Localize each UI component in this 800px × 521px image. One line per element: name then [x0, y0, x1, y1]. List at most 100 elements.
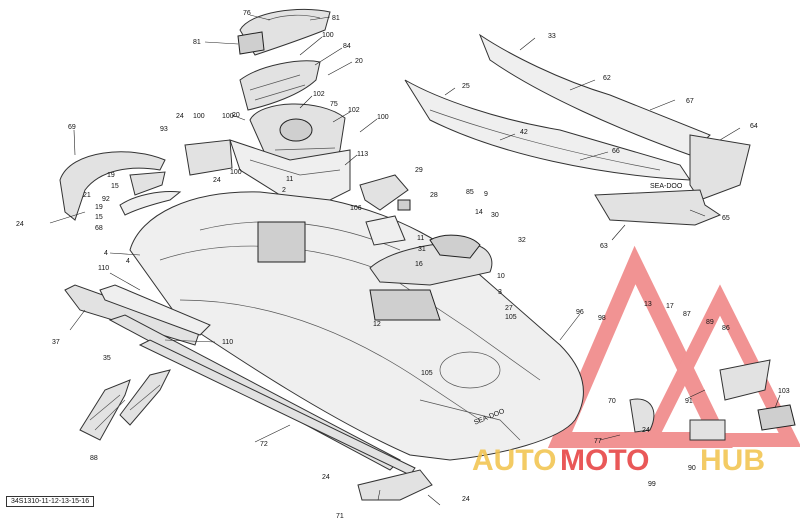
callout-71: 71: [336, 513, 344, 520]
callout-64: 64: [750, 123, 758, 130]
callout-100e: 100: [230, 169, 242, 176]
callout-2: 2: [282, 187, 286, 194]
callout-88: 88: [90, 455, 98, 462]
callout-65: 65: [722, 215, 730, 222]
callout-98: 98: [598, 315, 606, 322]
callout-99: 99: [648, 481, 656, 488]
callout-100a: 100: [322, 32, 334, 39]
callout-11b: 11: [417, 235, 424, 242]
callout-4b: 4: [126, 258, 130, 265]
callout-42: 42: [520, 129, 528, 136]
callout-110b: 110: [222, 339, 233, 346]
callout-37: 37: [52, 339, 60, 346]
vent-panel-part: [79, 369, 171, 441]
callout-21: 21: [83, 192, 91, 199]
callout-81b: 81: [193, 39, 201, 46]
callout-72: 72: [260, 441, 268, 448]
callout-24b: 24: [213, 177, 221, 184]
callout-67: 67: [686, 98, 694, 105]
bottom-bracket-part: [357, 469, 433, 501]
hull-body-part: SEA-DOO: [129, 191, 584, 461]
leader-lines: [49, 14, 781, 506]
callout-113: 113: [357, 151, 368, 158]
callout-24a: 24: [176, 113, 184, 120]
callout-19a: 19: [107, 172, 115, 179]
callout-100c: 100: [222, 113, 234, 120]
callout-13: 13: [644, 301, 652, 308]
center-console-part: [229, 139, 351, 206]
callout-14: 14: [475, 209, 483, 216]
callout-15a: 15: [111, 183, 119, 190]
callout-24d: 24: [322, 474, 330, 481]
callout-86: 86: [722, 325, 730, 332]
watermark-logo: [547, 245, 800, 448]
foot-pad-part: [594, 189, 722, 226]
callout-93: 93: [160, 126, 168, 133]
callout-69: 69: [68, 124, 76, 131]
deck-mat-parts: SEA-DOO: [404, 33, 751, 201]
callout-102a: 102: [313, 91, 325, 98]
callout-20b: 20: [232, 112, 240, 119]
watermark-hub: HUB: [700, 444, 765, 477]
callout-28: 28: [430, 192, 438, 199]
rear-exhaust-parts: [629, 359, 796, 441]
callout-84: 84: [343, 43, 351, 50]
watermark-text: AUTO MOTO HUB: [472, 444, 765, 477]
callout-19b: 19: [95, 204, 103, 211]
callout-15b: 15: [95, 214, 103, 221]
callout-32: 32: [518, 237, 526, 244]
callout-76: 76: [243, 10, 251, 17]
callout-102b: 102: [348, 107, 360, 114]
callout-4a: 4: [104, 250, 108, 257]
callout-25: 25: [462, 83, 470, 90]
watermark-auto: AUTO: [472, 444, 556, 477]
gauge-cluster-part: [237, 8, 331, 56]
callout-63: 63: [600, 243, 608, 250]
upper-console-part: [239, 60, 321, 111]
callout-87: 87: [683, 311, 691, 318]
callout-10: 10: [497, 273, 505, 280]
rail-parts: [64, 284, 416, 476]
callout-68: 68: [95, 225, 103, 232]
callout-106: 106: [350, 205, 362, 212]
callout-24f: 24: [642, 427, 650, 434]
callout-96: 96: [576, 309, 584, 316]
callout-9a: 9: [484, 191, 488, 198]
callout-100d: 100: [193, 113, 205, 120]
callout-90: 90: [688, 465, 696, 472]
callout-105b: 105: [421, 370, 433, 377]
callout-24e: 24: [462, 496, 470, 503]
left-side-panel-part: [59, 139, 233, 221]
callout-92: 92: [102, 196, 110, 203]
callout-30: 30: [491, 212, 499, 219]
callout-35: 35: [103, 355, 111, 362]
watermark-moto: MOTO: [560, 444, 649, 477]
callout-20a: 20: [355, 58, 363, 65]
callout-75: 75: [330, 101, 338, 108]
callout-110a: 110: [98, 265, 109, 272]
small-parts-cluster: [359, 174, 411, 246]
callout-31: 31: [418, 246, 426, 253]
callout-62: 62: [603, 75, 611, 82]
callout-12: 12: [373, 321, 381, 328]
handlebar-part: [369, 234, 493, 286]
callout-16: 16: [415, 261, 423, 268]
callout-70: 70: [608, 398, 616, 405]
callout-105a: 105: [505, 314, 517, 321]
callout-100b: 100: [377, 114, 389, 121]
callout-81a: 81: [332, 15, 340, 22]
brand-mark-mat: SEA-DOO: [650, 183, 683, 190]
callout-85: 85: [466, 189, 474, 196]
callout-89: 89: [706, 319, 714, 326]
callout-11a: 11: [286, 176, 293, 183]
callout-103: 103: [778, 388, 790, 395]
callout-66: 66: [612, 148, 620, 155]
callout-29: 29: [415, 167, 423, 174]
callout-labels: 76 81 81 100 84 20 102 75 102 100 20 100…: [16, 10, 790, 520]
callout-17: 17: [666, 303, 674, 310]
callout-3: 3: [498, 289, 502, 296]
callout-77: 77: [594, 438, 602, 445]
callout-27: 27: [505, 305, 513, 312]
callout-24c: 24: [16, 221, 24, 228]
